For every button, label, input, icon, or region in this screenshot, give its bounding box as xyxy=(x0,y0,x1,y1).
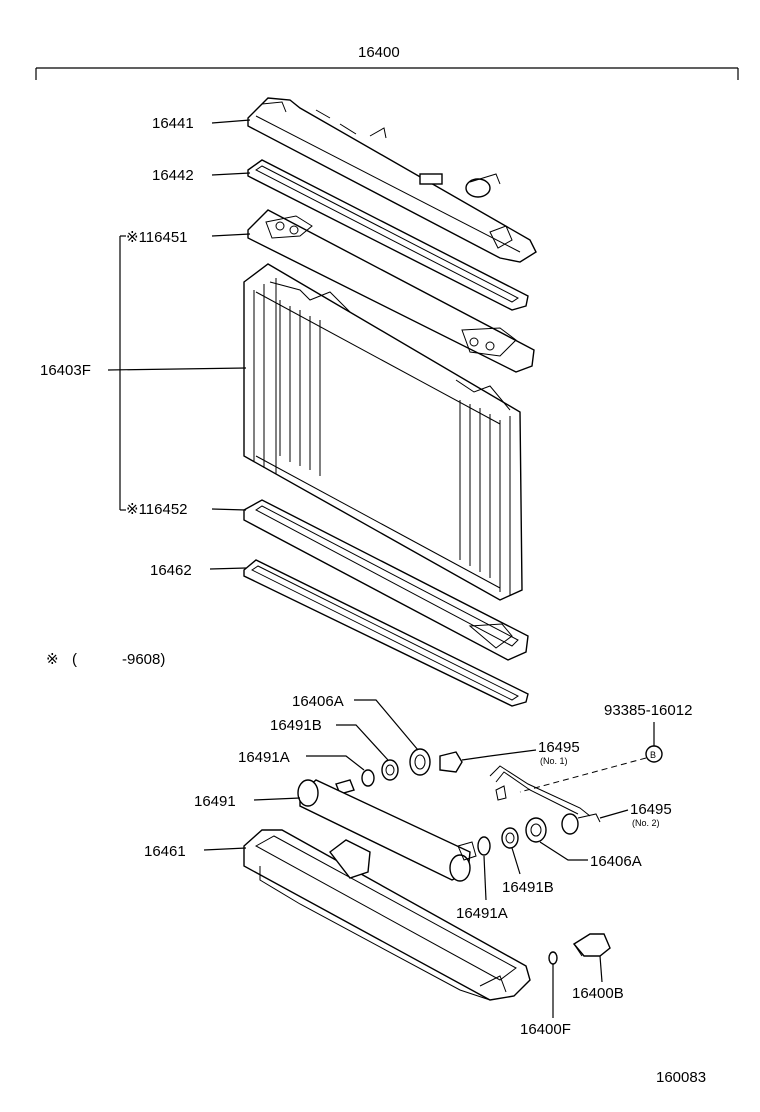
callout-16491B-top: 16491B xyxy=(270,717,389,761)
label-16491A-top: 16491A xyxy=(238,749,290,766)
callout-16403F: 16403F xyxy=(40,362,91,379)
callout-16461: 16461 xyxy=(144,843,247,860)
label-16495-no2: 16495 xyxy=(630,801,672,818)
label-16462: 16462 xyxy=(150,562,192,579)
label-16461: 16461 xyxy=(144,843,186,860)
label-16441: 16441 xyxy=(152,115,194,132)
callout-16406A-top: 16406A xyxy=(292,693,419,751)
callout-116452: ※116452 xyxy=(126,501,247,518)
callout-116451: ※116451 xyxy=(126,229,251,246)
drawing-number: 160083 xyxy=(656,1069,706,1086)
label-16442: 16442 xyxy=(152,167,194,184)
core-group-bracket xyxy=(107,235,247,511)
label-16406A-bottom: 16406A xyxy=(590,853,642,870)
callout-16491A-bottom: 16491A xyxy=(456,855,508,922)
bolt-reference: 93385-16012 B xyxy=(519,702,692,793)
callout-16441: 16441 xyxy=(152,115,251,132)
lower-core-plate xyxy=(243,499,529,661)
callout-16400F: 16400F xyxy=(520,964,571,1038)
label-16495-no1-sub: (No. 1) xyxy=(540,756,568,766)
label-16495-no2-sub: (No. 2) xyxy=(632,818,660,828)
callout-16442: 16442 xyxy=(152,167,251,184)
label-93385-16012: 93385-16012 xyxy=(604,702,692,719)
lower-tank xyxy=(243,829,531,1001)
lower-gasket xyxy=(243,559,529,707)
callout-16400B: 16400B xyxy=(572,955,624,1002)
note: ※ ( -9608) xyxy=(46,651,165,668)
label-16403F: 16403F xyxy=(40,362,91,379)
label-116451: ※116451 xyxy=(126,229,188,246)
upper-tank xyxy=(247,97,537,263)
bolt-symbol: B xyxy=(650,750,656,760)
callout-16495-no2: 16495 (No. 2) xyxy=(599,801,672,828)
lower-fitting-parts xyxy=(477,817,547,856)
note-text: -9608) xyxy=(122,651,165,668)
note-symbol: ※ xyxy=(46,651,59,668)
oil-cooler-tube xyxy=(297,779,477,882)
callout-16495-no1: 16495 (No. 1) xyxy=(489,739,580,766)
callout-16491: 16491 xyxy=(194,793,301,810)
drain-plug xyxy=(548,933,611,965)
upper-fitting-parts xyxy=(335,748,491,795)
callout-16491B-bottom: 16491B xyxy=(502,847,554,896)
callout-16462: 16462 xyxy=(150,562,247,579)
upper-core-plate xyxy=(247,209,535,373)
label-16491A-bottom: 16491A xyxy=(456,905,508,922)
radiator-core xyxy=(243,263,523,601)
assembly-number: 16400 xyxy=(358,44,400,61)
note-open-paren: ( xyxy=(72,651,77,668)
callout-16491A-top: 16491A xyxy=(238,749,365,771)
assembly-bracket: 16400 xyxy=(35,44,739,80)
label-16491B-bottom: 16491B xyxy=(502,879,554,896)
label-16400F: 16400F xyxy=(520,1021,571,1038)
label-16495-no1: 16495 xyxy=(538,739,580,756)
callout-16406A-bottom: 16406A xyxy=(539,841,642,870)
label-16491B-top: 16491B xyxy=(270,717,322,734)
upper-gasket xyxy=(247,159,529,311)
label-16400B: 16400B xyxy=(572,985,624,1002)
cooler-pipe xyxy=(489,765,601,835)
label-116452: ※116452 xyxy=(126,501,188,518)
label-16491: 16491 xyxy=(194,793,236,810)
label-16406A-top: 16406A xyxy=(292,693,344,710)
